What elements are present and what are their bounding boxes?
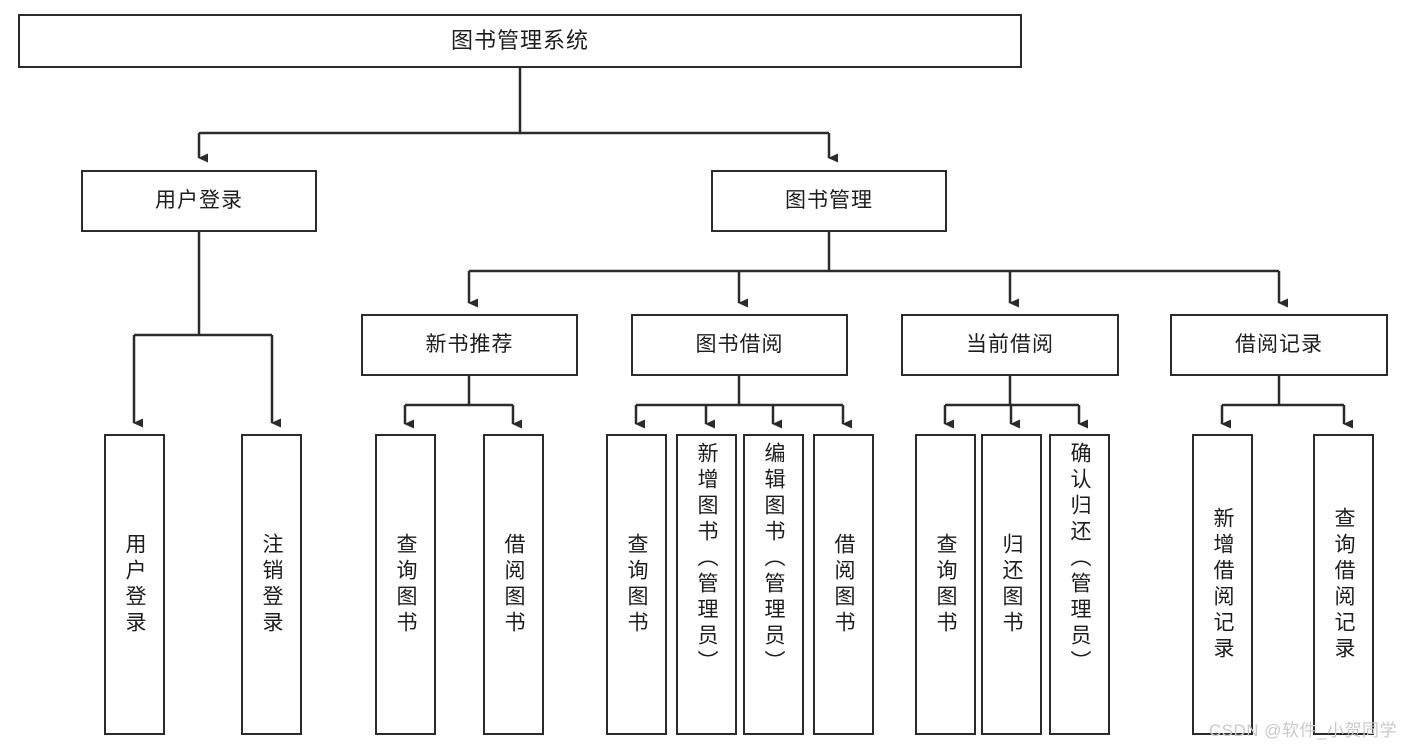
node-leaf-query-record[interactable]: 查询借阅记录 <box>1313 434 1374 735</box>
node-user-login[interactable]: 用户登录 <box>81 170 317 232</box>
node-label: 当前借阅 <box>966 332 1054 356</box>
node-leaf-user-login[interactable]: 用户登录 <box>104 434 165 735</box>
node-leaf-query-book-1[interactable]: 查询图书 <box>375 434 436 735</box>
node-leaf-edit-book[interactable]: 编辑图书（管理员） <box>743 434 804 735</box>
node-label: 图书借阅 <box>695 332 784 356</box>
node-book-manage[interactable]: 图书管理 <box>711 170 947 232</box>
node-leaf-query-book-2[interactable]: 查询图书 <box>606 434 667 735</box>
node-current-borrow[interactable]: 当前借阅 <box>901 314 1119 376</box>
node-label: 编辑图书（管理员） <box>762 442 786 676</box>
node-label: 新增借阅记录 <box>1211 506 1235 663</box>
node-leaf-add-book[interactable]: 新增图书（管理员） <box>676 434 737 735</box>
node-new-book-recommend[interactable]: 新书推荐 <box>361 314 578 376</box>
node-label: 查询图书 <box>625 532 649 637</box>
node-label: 新增图书（管理员） <box>695 442 719 676</box>
node-book-borrow[interactable]: 图书借阅 <box>631 314 848 376</box>
node-borrow-record[interactable]: 借阅记录 <box>1170 314 1388 376</box>
node-label: 借阅图书 <box>832 532 856 637</box>
node-root-book-management-system[interactable]: 图书管理系统 <box>18 14 1022 68</box>
node-label: 查询借阅记录 <box>1332 506 1356 663</box>
node-leaf-borrow-book-1[interactable]: 借阅图书 <box>483 434 544 735</box>
node-label: 借阅图书 <box>502 532 526 637</box>
node-label: 图书管理系统 <box>450 28 589 54</box>
node-label: 用户登录 <box>123 532 147 637</box>
node-label: 用户登录 <box>155 188 243 212</box>
node-leaf-add-record[interactable]: 新增借阅记录 <box>1192 434 1253 735</box>
node-leaf-return-book[interactable]: 归还图书 <box>981 434 1042 735</box>
node-label: 查询图书 <box>394 532 418 637</box>
node-label: 借阅记录 <box>1235 332 1323 356</box>
node-leaf-query-book-3[interactable]: 查询图书 <box>915 434 976 735</box>
node-label: 新书推荐 <box>425 332 514 356</box>
node-leaf-confirm-return[interactable]: 确认归还（管理员） <box>1049 434 1110 735</box>
node-label: 查询图书 <box>934 532 958 637</box>
node-leaf-borrow-book-2[interactable]: 借阅图书 <box>813 434 874 735</box>
node-label: 注销登录 <box>260 532 284 637</box>
node-label: 确认归还（管理员） <box>1068 442 1092 676</box>
node-label: 图书管理 <box>785 188 873 212</box>
node-leaf-logout[interactable]: 注销登录 <box>241 434 302 735</box>
watermark-text: CSDN @软件_小贺同学 <box>1208 721 1397 740</box>
node-label: 归还图书 <box>1000 532 1024 637</box>
